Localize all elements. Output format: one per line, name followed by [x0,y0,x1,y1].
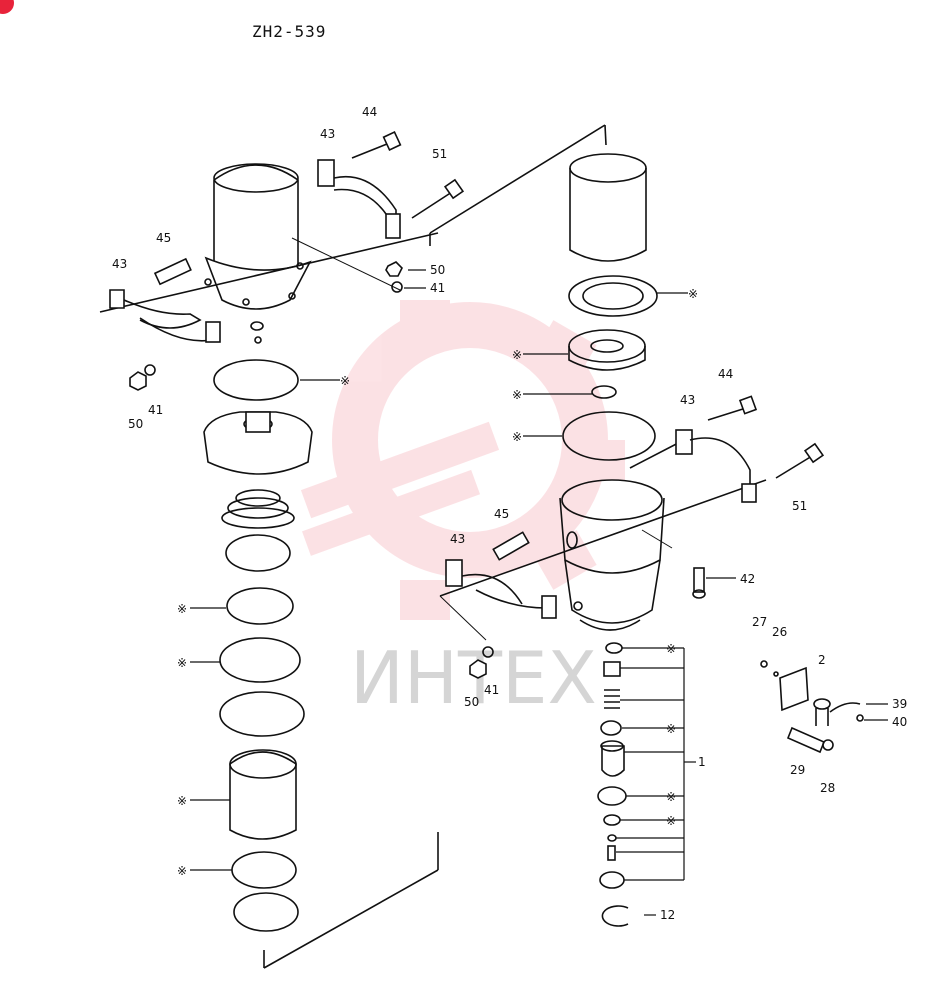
left-canister [204,163,312,310]
washer-41-left [144,364,156,376]
kit-marker: ※ [177,656,187,670]
screen-disc-1 [225,534,291,572]
callout-28: 28 [820,781,835,795]
kit-marker: ※ [177,602,187,616]
right-lower-clamp [445,559,557,619]
valve-parts-stack [597,642,629,927]
callout-1: 1 [698,755,706,769]
callout-50: 50 [464,695,479,709]
callout-44: 44 [362,105,377,119]
bottom-screen [233,892,299,932]
callout-42: 42 [740,572,755,586]
kit-marker: ※ [340,374,350,388]
small-washer-right [591,385,617,399]
kit-marker: ※ [177,794,187,808]
callout-41: 41 [484,683,499,697]
kit-marker: ※ [666,790,676,804]
callout-41: 41 [430,281,445,295]
nut-50-left [129,371,147,391]
filter-cartridge [229,749,297,840]
screw-42 [692,567,706,599]
o-ring-left [213,359,299,401]
right-housing [559,479,665,631]
watermark-logo [300,300,625,620]
left-clamp-bracket [109,289,221,343]
filter-head-cover [203,411,313,475]
upper-clamp-bracket [317,159,401,239]
watermark-text: ИНТЕХ [350,636,597,720]
right-filter-element [569,153,647,262]
right-upper-clamp [675,429,757,503]
callout-45: 45 [156,231,171,245]
bolt-51-upper [411,178,465,219]
spring-element [221,489,295,529]
bottom-disc [231,851,297,889]
kit-marker: ※ [688,287,698,301]
kit-markers: ※ ※ ※ ※ ※ ※ ※ ※ ※ ※ ※ ※ ※ [177,287,698,878]
callout-2: 2 [818,653,826,667]
callout-43: 43 [680,393,695,407]
bolt-44-upper [351,131,402,159]
gasket-disc-1 [226,587,294,625]
kit-1-bracket [616,647,696,881]
kit-marker: ※ [666,642,676,656]
bolt-51-right [775,442,825,479]
drain-valve-assembly [760,660,864,754]
callout-27: 27 [752,615,767,629]
kit-marker: ※ [512,430,522,444]
callout-26: 26 [772,625,787,639]
diagram-title: ZH2-539 [252,22,327,41]
washer-41-right [482,646,494,658]
pin-45-right [492,531,530,561]
callout-41: 41 [148,403,163,417]
callout-39: 39 [892,697,907,711]
callout-50: 50 [430,263,445,277]
callout-43: 43 [450,532,465,546]
seal-ring-2 [219,691,305,737]
washer-41-upper [391,281,403,293]
callout-12: 12 [660,908,675,922]
kit-marker: ※ [512,348,522,362]
callout-29: 29 [790,763,805,777]
callout-43: 43 [320,127,335,141]
nut-50-right [469,659,487,679]
bolt-44-right [707,395,758,421]
callout-51: 51 [432,147,447,161]
seal-ring-1 [219,637,301,683]
pin-45-left [153,257,192,286]
callout-40: 40 [892,715,907,729]
right-assembly [439,153,864,927]
callout-51: 51 [792,499,807,513]
gasket-ring-right [568,275,658,317]
callout-43: 43 [112,257,127,271]
frame-line [99,232,439,313]
kit-marker: ※ [666,722,676,736]
callout-44: 44 [718,367,733,381]
callout-45: 45 [494,507,509,521]
kit-marker: ※ [177,864,187,878]
nut-50-upper [385,261,403,277]
leader-lines [190,269,888,916]
callout-50: 50 [128,417,143,431]
kit-marker: ※ [512,388,522,402]
notification-badge [0,0,14,14]
o-ring-right [562,411,656,461]
left-assembly [99,124,607,969]
kit-marker: ※ [666,814,676,828]
right-cover-cap [568,329,646,371]
